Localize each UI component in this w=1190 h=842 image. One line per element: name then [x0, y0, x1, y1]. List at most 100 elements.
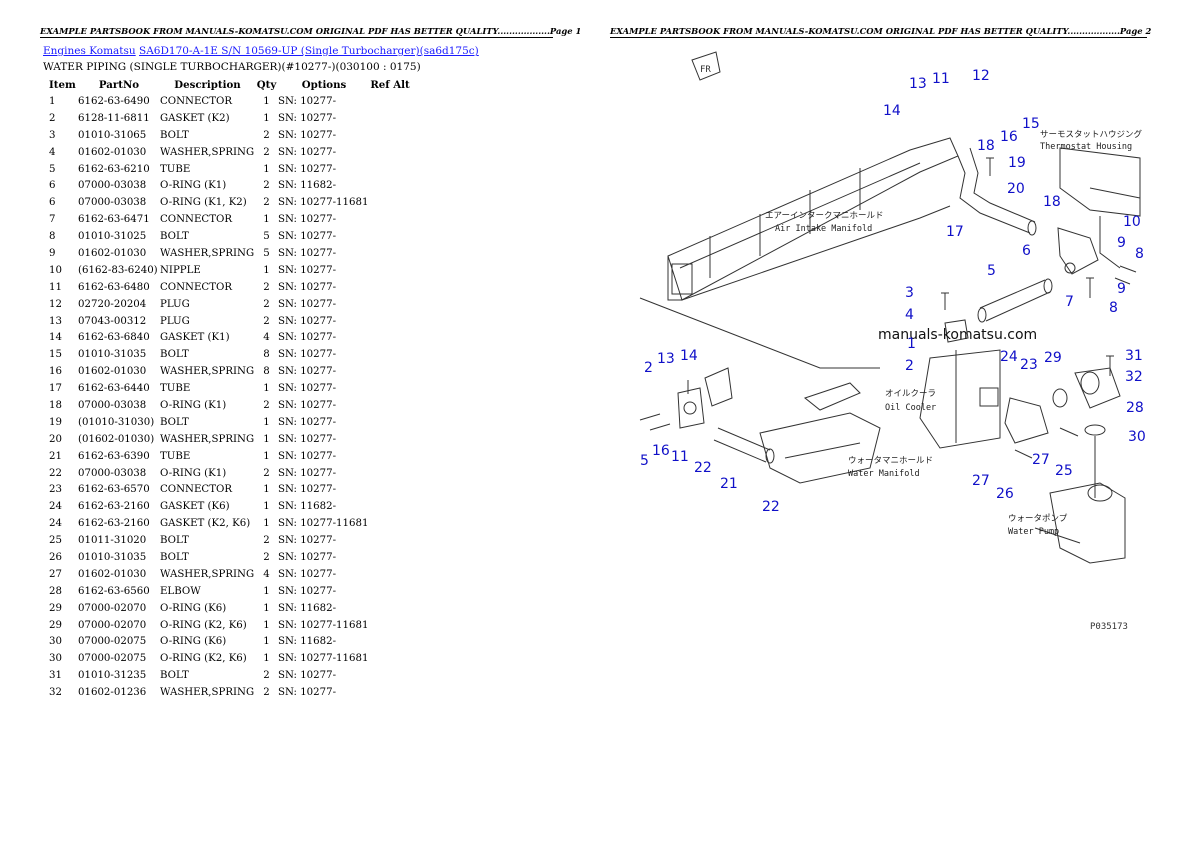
cell-item: 7	[49, 214, 56, 226]
water-pump-jp-label: ウォータポンプ	[1008, 514, 1068, 524]
cell-description: BOLT	[160, 231, 189, 243]
cell-partno: 07000-03038	[78, 180, 147, 192]
cell-ref-alt	[370, 566, 410, 583]
cell-ref-alt	[370, 431, 410, 448]
cell-item: 27	[49, 568, 62, 580]
cell-options: SN: 10277-	[278, 687, 337, 699]
cell-options: SN: 10277-	[278, 349, 337, 361]
cell-partno: 01010-31035	[78, 349, 147, 361]
cell-options: SN: 10277-	[278, 231, 337, 243]
cell-ref-alt	[370, 481, 410, 498]
cell-description: BOLT	[160, 551, 189, 563]
cell-partno: 6162-63-6480	[78, 281, 150, 293]
cell-description: WASHER,SPRING	[160, 687, 255, 699]
cell-qty: 1	[263, 653, 270, 665]
cell-ref-alt	[370, 667, 410, 684]
callout-9-lower: 9	[1117, 281, 1126, 297]
cell-description: O-RING (K1, K2)	[160, 197, 247, 209]
callout-7: 7	[1065, 294, 1074, 310]
cell-item: 6	[49, 197, 56, 209]
cell-qty: 5	[263, 231, 270, 243]
cell-item: 30	[49, 636, 62, 648]
cell-options: SN: 10277-	[278, 433, 337, 445]
callout-12: 12	[972, 68, 990, 84]
breadcrumb: Engines Komatsu SA6D170-A-1E S/N 10569-U…	[43, 45, 479, 57]
callout-2: 2	[905, 358, 914, 374]
cell-description: GASKET (K2, K6)	[160, 518, 251, 530]
thermostat-en-label: Thermostat Housing	[1040, 142, 1132, 152]
cell-ref-alt	[370, 228, 410, 245]
callout-11: 11	[932, 71, 950, 87]
cell-qty: 1	[263, 518, 270, 530]
cell-qty: 1	[263, 602, 270, 614]
cell-partno: 01011-31020	[78, 535, 147, 547]
cell-qty: 1	[263, 383, 270, 395]
cell-partno: 07000-03038	[78, 399, 147, 411]
tube-17-drawing	[957, 147, 1037, 236]
callout-28: 28	[1126, 400, 1144, 416]
cell-ref-alt	[370, 549, 410, 566]
cell-item: 6	[49, 180, 56, 192]
cell-partno: 6162-63-6490	[78, 95, 150, 107]
cell-description: O-RING (K1)	[160, 399, 227, 411]
table-header-row: Item PartNo Description Qty Options Ref …	[43, 77, 410, 93]
cell-options: SN: 10277-	[278, 484, 337, 496]
elbow-28-drawing	[1074, 367, 1121, 498]
callout-18: 18	[977, 138, 995, 154]
cell-description: BOLT	[160, 535, 189, 547]
cell-qty: 2	[263, 129, 270, 141]
cell-description: GASKET (K1)	[160, 332, 230, 344]
callout-4: 4	[905, 307, 914, 323]
water-pump-en-label: Water Pump	[1008, 527, 1059, 537]
thermostat-jp-label: サーモスタットハウジング	[1040, 129, 1143, 140]
cell-description: O-RING (K6)	[160, 636, 227, 648]
callout-30: 30	[1128, 429, 1146, 445]
cell-item: 3	[49, 129, 56, 141]
cell-partno: 01602-01030	[78, 568, 147, 580]
cell-options: SN: 10277-	[278, 535, 337, 547]
cell-qty: 1	[263, 264, 270, 276]
cell-description: BOLT	[160, 670, 189, 682]
section-title: WATER PIPING (SINGLE TURBOCHARGER)(#1027…	[43, 61, 421, 73]
cell-options: SN: 10277-	[278, 383, 337, 395]
cell-ref-alt	[370, 617, 410, 634]
cell-qty: 2	[263, 315, 270, 327]
cell-description: CONNECTOR	[160, 484, 233, 496]
cell-ref-alt	[370, 110, 410, 127]
callout-8-lower: 8	[1109, 300, 1118, 316]
fr-mark-text: FR	[700, 65, 711, 75]
cell-ref-alt	[370, 262, 410, 279]
cell-options: SN: 10277-	[278, 399, 337, 411]
cell-partno: 01010-31235	[78, 670, 147, 682]
connector-11-drawing	[677, 367, 733, 429]
cell-item: 18	[49, 399, 62, 411]
cell-qty: 2	[263, 146, 270, 158]
cell-item: 15	[49, 349, 62, 361]
cell-partno: 6162-63-6840	[78, 332, 150, 344]
figure-reference: P035173	[1090, 622, 1128, 632]
oil-cooler-drawing	[919, 319, 1001, 449]
cell-ref-alt	[370, 600, 410, 617]
breadcrumb-link-engines[interactable]: Engines Komatsu	[43, 45, 136, 57]
cell-options: SN: 10277-11681	[278, 197, 369, 209]
cell-ref-alt	[370, 515, 410, 532]
front-direction-mark: FR	[691, 51, 721, 81]
callout-14-left: 14	[680, 348, 698, 364]
cell-qty: 1	[263, 214, 270, 226]
breadcrumb-link-model[interactable]: SA6D170-A-1E S/N 10569-UP (Single Turboc…	[139, 45, 479, 57]
oil-cooler-en-label: Oil Cooler	[885, 403, 936, 413]
cell-partno: 6162-63-6210	[78, 163, 150, 175]
cell-options: SN: 10277-	[278, 95, 337, 107]
